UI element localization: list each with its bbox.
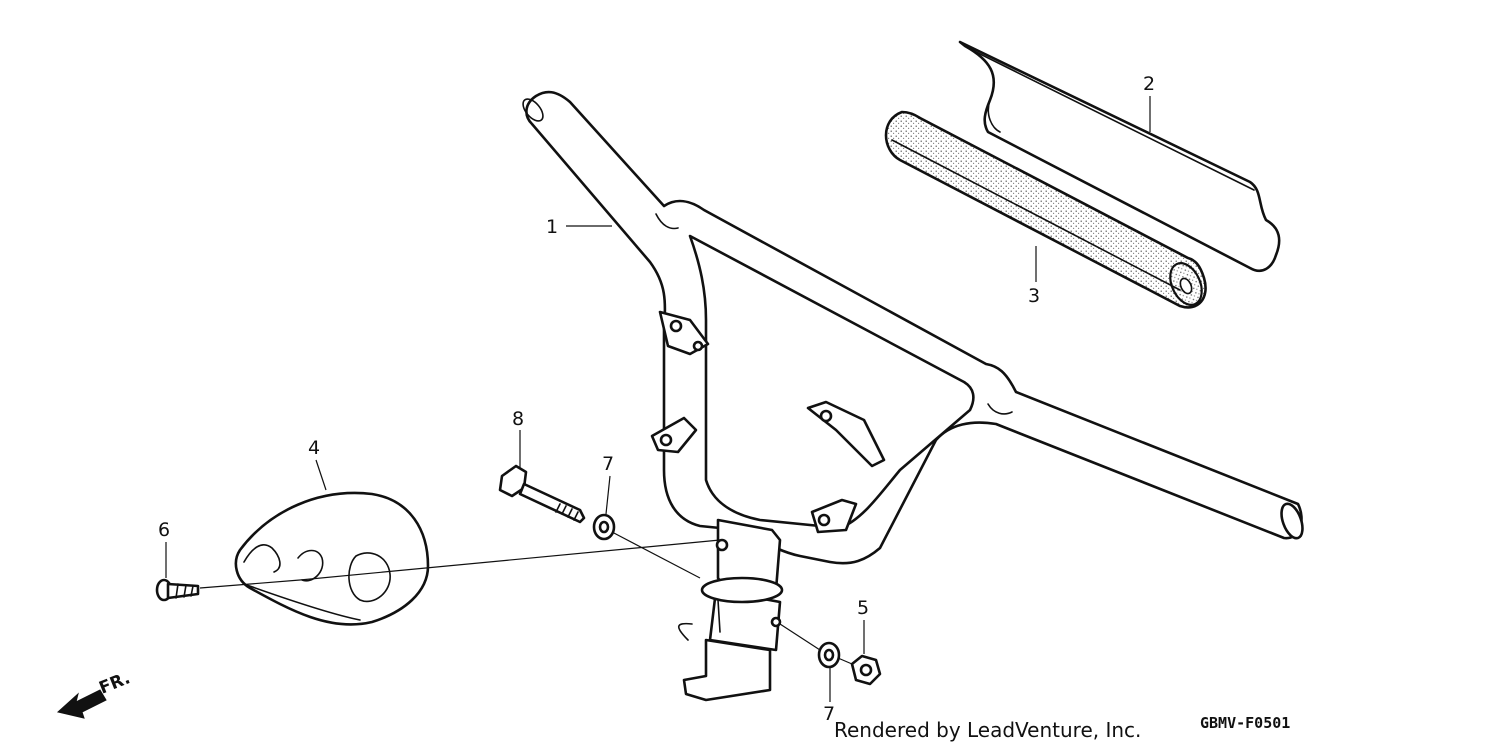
holder-cover bbox=[234, 491, 430, 626]
callout-1: 1 bbox=[546, 216, 558, 238]
callout-5: 5 bbox=[857, 597, 869, 619]
callout-7-upper: 7 bbox=[602, 453, 614, 475]
callout-8: 8 bbox=[512, 408, 524, 430]
alignment-lines bbox=[199, 531, 853, 665]
handlebar-holder bbox=[677, 518, 784, 702]
handlebar bbox=[522, 90, 1304, 565]
bolt bbox=[498, 464, 586, 524]
front-direction-label: FR. bbox=[96, 668, 133, 698]
handlebar-cover bbox=[958, 40, 1281, 273]
callout-4: 4 bbox=[308, 437, 320, 459]
washer-upper bbox=[592, 513, 616, 541]
callout-3: 3 bbox=[1028, 285, 1040, 307]
screw bbox=[155, 578, 200, 602]
washer-lower bbox=[817, 641, 841, 669]
handlebar-pad bbox=[884, 110, 1207, 309]
callout-2: 2 bbox=[1143, 73, 1155, 95]
diagram-code: GBMV-F0501 bbox=[1200, 714, 1291, 732]
callout-6: 6 bbox=[158, 519, 170, 541]
rendered-by-credit: Rendered by LeadVenture, Inc. bbox=[834, 718, 1142, 742]
front-direction-arrow: FR. bbox=[56, 668, 133, 719]
nut bbox=[850, 654, 882, 686]
callout-7-lower: 7 bbox=[823, 703, 835, 725]
